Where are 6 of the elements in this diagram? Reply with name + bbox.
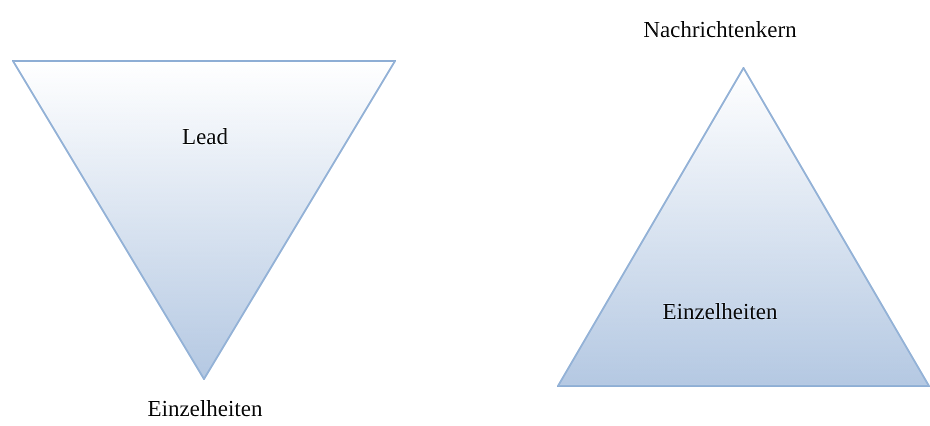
triangle-label: Einzelheiten <box>148 396 262 422</box>
triangle-label: Lead <box>182 124 228 150</box>
triangle-label: Nachrichtenkern <box>643 17 797 43</box>
triangle-label: Einzelheiten <box>662 299 778 325</box>
triangle <box>557 67 930 387</box>
inverted-triangle <box>12 60 396 380</box>
